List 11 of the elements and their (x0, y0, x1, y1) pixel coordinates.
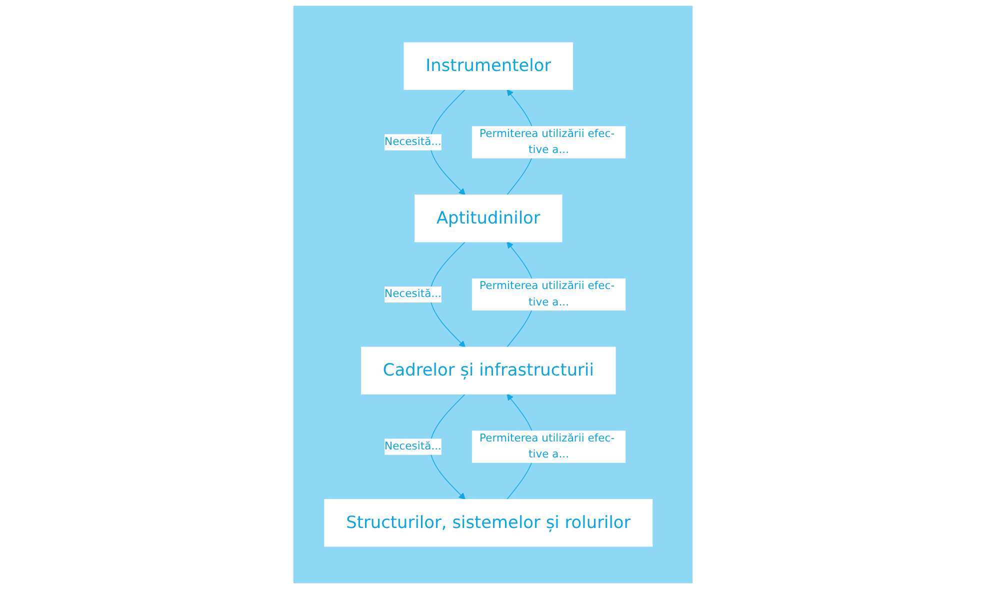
cluster (293, 6, 693, 584)
node-box: Cadrelor și infrastructurii (360, 346, 616, 394)
node-box: Aptitudinilor (414, 194, 562, 242)
edge-label: Necesită... (384, 440, 442, 453)
edge-label: Permiterea utilizării efec- tive a... (480, 432, 615, 461)
node-box: Instrumentelor (404, 42, 574, 90)
edge-label: Permiterea utilizării efec- tive a... (480, 128, 615, 156)
edge-label: Necesită... (384, 288, 442, 300)
edge-label: Necesită... (384, 136, 442, 148)
node-box: Structurilor, sistemelor și rolurilor (324, 499, 653, 547)
edge-label: Permiterea utilizării efec- tive a... (480, 280, 615, 308)
